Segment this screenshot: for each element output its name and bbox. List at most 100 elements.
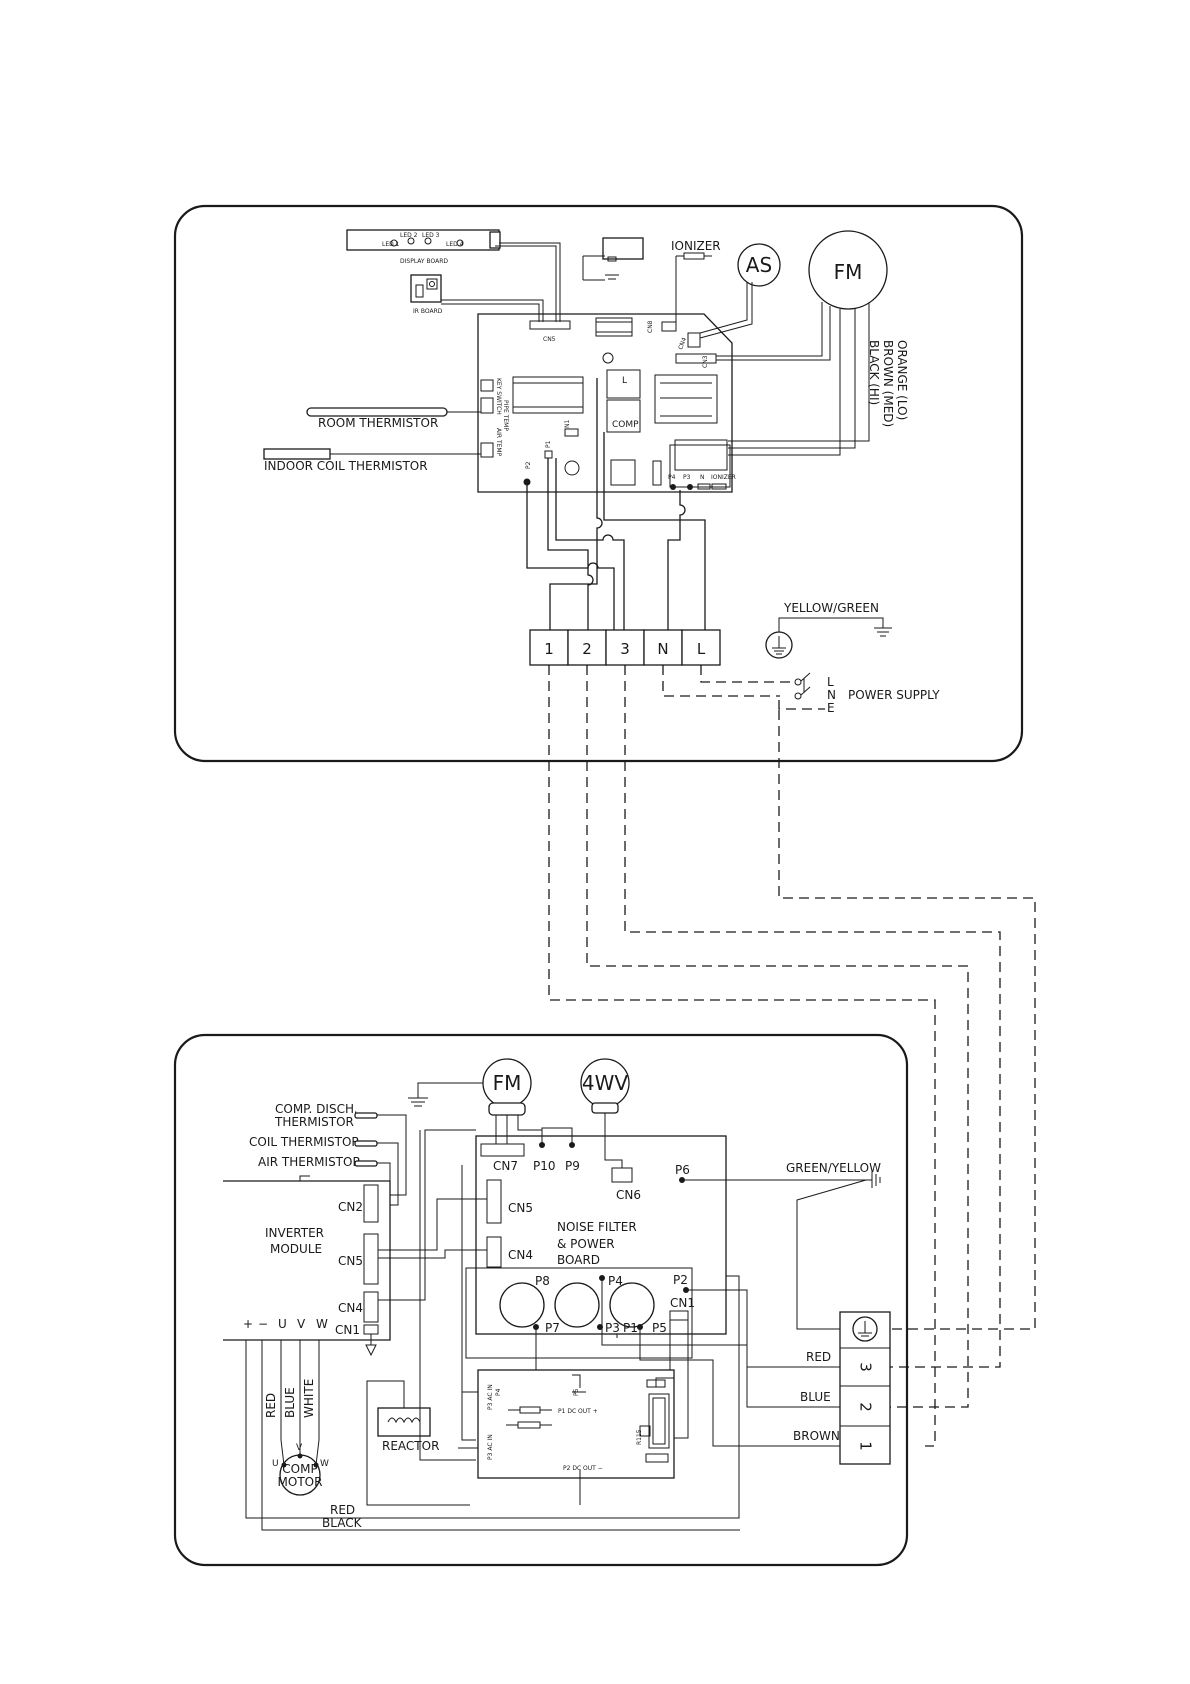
cn3-label: CN3	[702, 355, 709, 368]
inv-cn1-label: CN1	[335, 1323, 360, 1337]
coil-thermistor-label: COIL THERMISTOR	[249, 1135, 360, 1149]
inv-w-label: W	[316, 1317, 328, 1331]
pipe-temp-label: PIPE TEMP	[502, 400, 509, 431]
board-cn1-label: CN1	[670, 1296, 695, 1310]
board-p10-label: P10	[533, 1159, 556, 1173]
indoor-coil-thermistor: INDOOR COIL THERMISTOR	[263, 448, 481, 473]
ir-board-label: IR BOARD	[413, 308, 443, 315]
interconnect-wiring	[548, 665, 1036, 1447]
reactor-label: REACTOR	[382, 1439, 439, 1453]
outdoor-frame	[173, 1033, 909, 1567]
led-3-label: LED 3	[422, 232, 440, 239]
board-cn5-label: CN5	[508, 1201, 533, 1215]
outdoor-terminal-2: 2	[857, 1402, 875, 1412]
board-p3-label: P3	[605, 1321, 620, 1335]
board-cn6-label: CN6	[616, 1188, 641, 1202]
as-motor-label: AS	[746, 253, 772, 277]
board-p9-label: P9	[565, 1159, 580, 1173]
relay-comp-label: COMP	[612, 420, 639, 430]
board-title-2: & POWER	[557, 1237, 615, 1251]
indoor-terminal-2: 2	[582, 640, 592, 658]
comp-disch-thermistor-label: THERMISTOR	[274, 1115, 354, 1129]
indoor-fm-motor-label: FM	[834, 260, 863, 284]
comp-motor-label-2: MOTOR	[278, 1475, 323, 1489]
power-supply-label: POWER SUPPLY	[848, 688, 940, 702]
outdoor-terminal-block: 3 2 1	[839, 1311, 891, 1465]
indoor-ground-label: YELLOW/GREEN	[783, 601, 879, 615]
motor-wire-blue: BLUE	[283, 1387, 297, 1418]
air-temp-label: AIR TEMP	[495, 428, 502, 457]
inverter-module-label-2: MODULE	[270, 1242, 322, 1256]
cn8-label: CN8	[647, 320, 654, 333]
rect-p3-ac-in-bottom: P3 AC IN	[487, 1434, 494, 1460]
indoor-terminal-1: 1	[544, 640, 554, 658]
outdoor-terminal-1: 1	[857, 1441, 875, 1451]
comp-disch-label: COMP. DISCH.	[275, 1102, 358, 1116]
inv-plus-label: +	[243, 1317, 253, 1331]
rect-p2-dc-out: P2 DC OUT −	[563, 1465, 603, 1472]
noise-filter-board: NOISE FILTER & POWER BOARD CN7 P10 P9 CN…	[465, 1135, 727, 1359]
indoor-coil-thermistor-label: INDOOR COIL THERMISTOR	[264, 459, 428, 473]
outdoor-fm-motor-label: FM	[493, 1071, 522, 1095]
board-p7-label: P7	[545, 1321, 560, 1335]
as-motor	[737, 243, 781, 287]
ionizer-label: IONIZER	[671, 239, 721, 253]
board-p4-label: P4	[608, 1274, 623, 1288]
board-cn4-label: CN4	[508, 1248, 533, 1262]
four-way-valve-label: 4WV	[582, 1071, 629, 1095]
indoor-terminal-n: N	[657, 640, 668, 658]
comp-term-w: W	[320, 1459, 329, 1469]
terminal-wire-brown: BROWN	[793, 1429, 840, 1443]
rect-p3-ac-in-top: P3 AC IN	[487, 1384, 494, 1410]
terminal-wire-blue: BLUE	[800, 1390, 831, 1404]
p1-label: P1	[545, 440, 552, 448]
fan-wire-orange: ORANGE (LO)	[895, 340, 909, 420]
outdoor-ground-label: GREEN/YELLOW	[786, 1161, 881, 1175]
outdoor-terminal-3: 3	[857, 1362, 875, 1372]
display-board-label: DISPLAY BOARD	[400, 258, 448, 265]
board-title-1: NOISE FILTER	[557, 1220, 637, 1234]
air-thermistor-label: AIR THERMISTOR	[258, 1155, 361, 1169]
power-line-e: E	[827, 701, 835, 715]
pcb-p3-label: P3	[683, 474, 691, 481]
indoor-ground: YELLOW/GREEN	[765, 601, 892, 659]
pcb-p4-label: P4	[668, 474, 676, 481]
board-p6-label: P6	[675, 1163, 690, 1177]
inverter-module: INVERTER MODULE CN2 CN5 CN4 CN1 + − U V …	[223, 1180, 391, 1357]
outdoor-unit: FM 4WV COMP. DISCH. THERMISTOR COIL THER…	[173, 1033, 909, 1567]
indoor-fm-motor	[808, 230, 888, 310]
indoor-frame	[173, 204, 1024, 763]
ir-board: IR BOARD	[410, 274, 443, 315]
led-2-label: LED 2	[400, 232, 418, 239]
board-p5-label: P5	[652, 1321, 667, 1335]
board-title-3: BOARD	[557, 1253, 600, 1267]
terminal-wire-red: RED	[806, 1350, 831, 1364]
p2-label: P2	[525, 461, 532, 469]
key-switch-label: KEY SWITCH	[495, 378, 502, 415]
indoor-terminal-3: 3	[620, 640, 630, 658]
indoor-terminal-l: L	[697, 640, 706, 658]
fan-wire-black: BLACK (HI)	[867, 340, 881, 405]
board-cn7-label: CN7	[493, 1159, 518, 1173]
fan-wire-brown: BROWN (MED)	[881, 340, 895, 427]
power-line-l: L	[827, 675, 834, 689]
motor-wire-red: RED	[264, 1393, 278, 1418]
inv-cn4-label: CN4	[338, 1301, 363, 1315]
rect-p4-label: P4	[495, 1388, 502, 1396]
led-4-label: LED 4	[446, 241, 464, 248]
bottom-wire-red: RED	[330, 1503, 355, 1517]
board-p1-label: P1	[623, 1321, 638, 1335]
inv-v-label: V	[297, 1317, 306, 1331]
inv-cn2-label: CN2	[338, 1200, 363, 1214]
power-line-n: N	[827, 688, 836, 702]
comp-motor-label-1: COMP	[282, 1462, 317, 1476]
rect-r115-label: R115	[636, 1429, 643, 1445]
relay-l-label: L	[622, 376, 627, 386]
rect-p1-dc-out: P1 DC OUT +	[558, 1408, 598, 1415]
pcb-n-label: N	[700, 474, 705, 481]
room-thermistor-label: ROOM THERMISTOR	[318, 416, 438, 430]
ionizer: IONIZER	[582, 237, 721, 281]
inv-minus-label: −	[258, 1317, 268, 1331]
inv-u-label: U	[278, 1317, 287, 1331]
